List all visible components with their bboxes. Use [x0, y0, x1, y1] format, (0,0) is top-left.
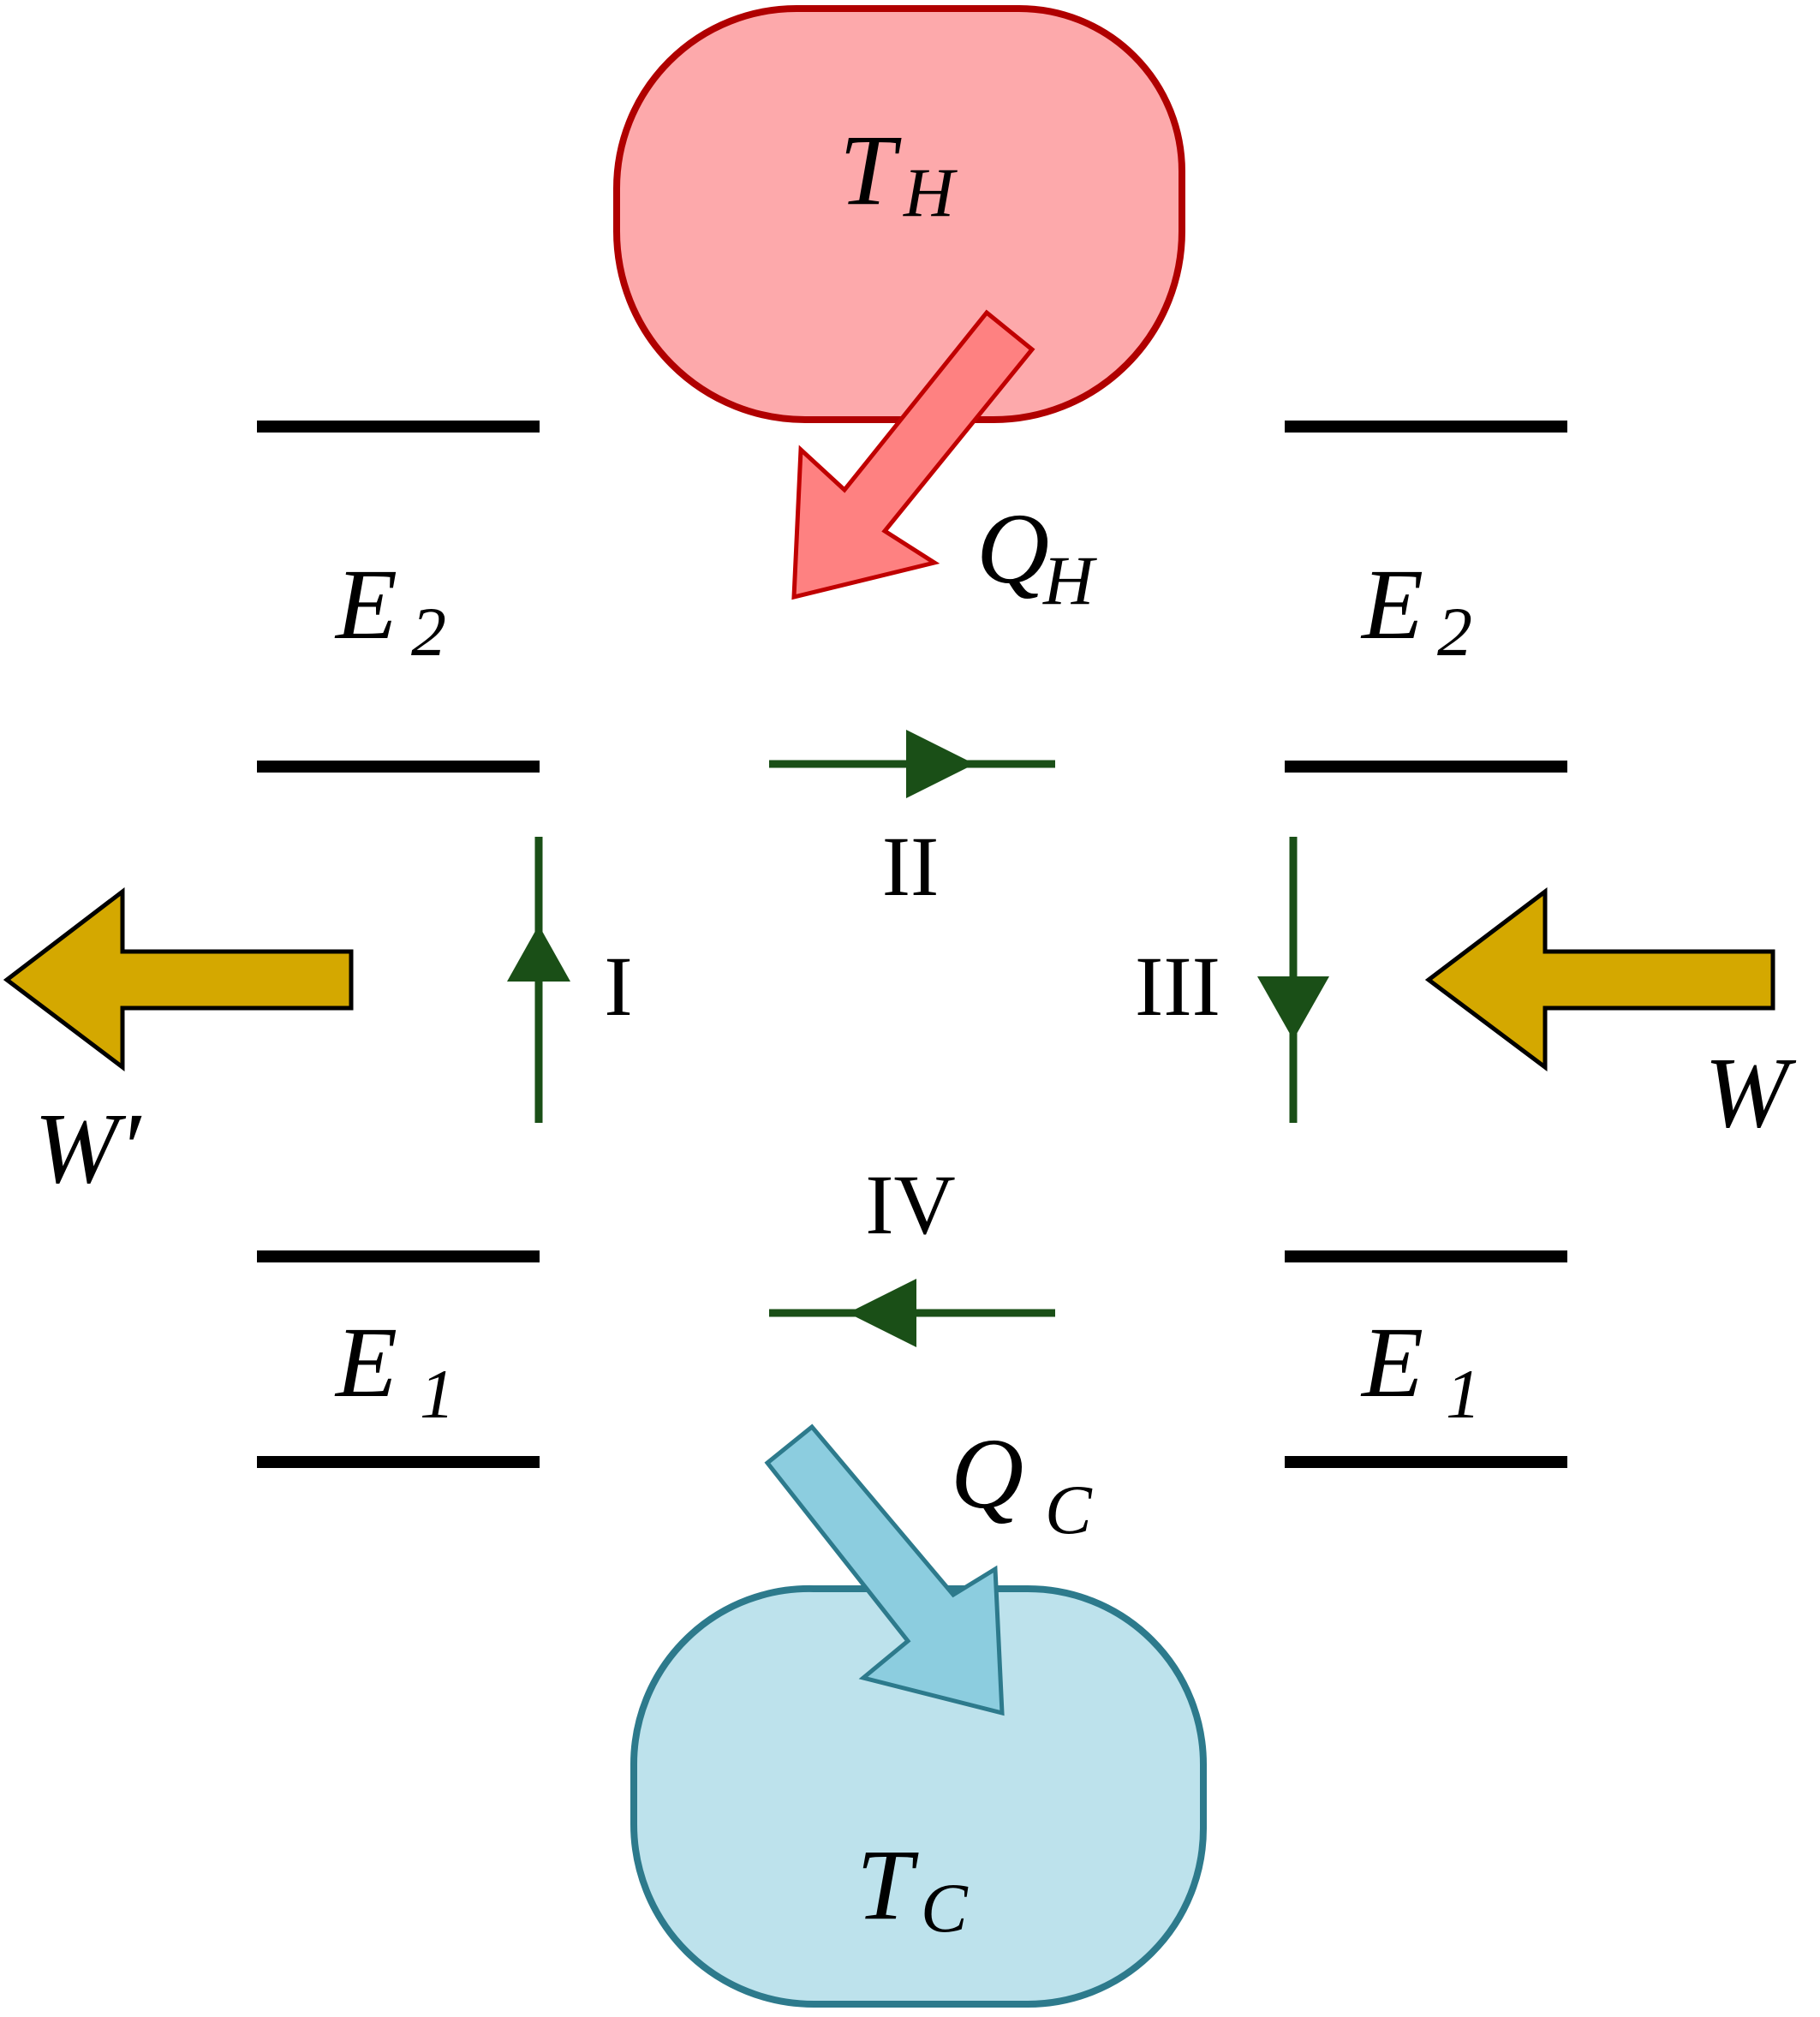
cold-reservoir: T C: [630, 1584, 1207, 2008]
work-output-label: W′: [34, 1092, 142, 1204]
left-lower-level-subscript: 1: [420, 1355, 455, 1433]
hot-heat-subscript: H: [1042, 541, 1097, 619]
left-lower-level-label: E: [334, 1306, 397, 1418]
stroke-1: I: [507, 837, 633, 1123]
hot-reservoir-label: T: [839, 114, 902, 226]
work-input-arrow-icon: [1424, 886, 1775, 1071]
hot-heat-arrow: Q H: [791, 309, 1097, 619]
right-upper-level-subscript: 2: [1437, 593, 1472, 671]
left-upper-level-subscript: 2: [411, 593, 446, 671]
stroke-4-label: IV: [865, 1157, 956, 1252]
hot-heat-label: Q: [976, 492, 1049, 605]
stroke-2-arrowhead-icon: [906, 730, 975, 798]
right-upper-level-pair: E 2: [1285, 421, 1567, 773]
hot-reservoir-subscript: H: [903, 153, 958, 231]
work-output: W′: [3, 886, 354, 1204]
cold-heat-arrow-shape: [764, 1423, 1005, 1716]
stroke-3-arrowhead-icon: [1257, 976, 1329, 1040]
stroke-3: III: [1135, 837, 1329, 1123]
right-upper-level-label: E: [1360, 548, 1423, 660]
stroke-4-arrowhead-icon: [848, 1279, 916, 1347]
cold-reservoir-box: [630, 1584, 1207, 2008]
right-lower-level-pair: E 1: [1285, 1250, 1567, 1468]
stroke-2: II: [769, 730, 1055, 914]
right-lower-level-label: E: [1360, 1306, 1423, 1418]
left-lower-level-pair: E 1: [257, 1250, 540, 1468]
hot-heat-arrow-shape: [791, 309, 1035, 600]
cold-heat-subscript: C: [1045, 1471, 1093, 1549]
stroke-1-arrowhead-icon: [507, 925, 570, 982]
cold-reservoir-label: T: [856, 1829, 919, 1941]
stroke-1-label: I: [604, 939, 632, 1034]
work-input: W: [1424, 886, 1797, 1149]
stroke-2-label: II: [882, 819, 940, 914]
hot-reservoir-box: [613, 4, 1185, 423]
cold-reservoir-subscript: C: [921, 1869, 969, 1947]
work-output-arrow-icon: [3, 886, 354, 1072]
cold-heat-arrow: Q C: [764, 1417, 1093, 1716]
work-input-label: W: [1704, 1036, 1797, 1149]
left-upper-level-label: E: [334, 548, 397, 660]
right-lower-level-subscript: 1: [1446, 1355, 1481, 1433]
left-upper-level-pair: E 2: [257, 421, 540, 773]
stroke-4: IV: [769, 1157, 1055, 1347]
cold-heat-label: Q: [951, 1417, 1023, 1530]
hot-reservoir: T H: [613, 4, 1185, 423]
stroke-3-label: III: [1135, 939, 1220, 1034]
